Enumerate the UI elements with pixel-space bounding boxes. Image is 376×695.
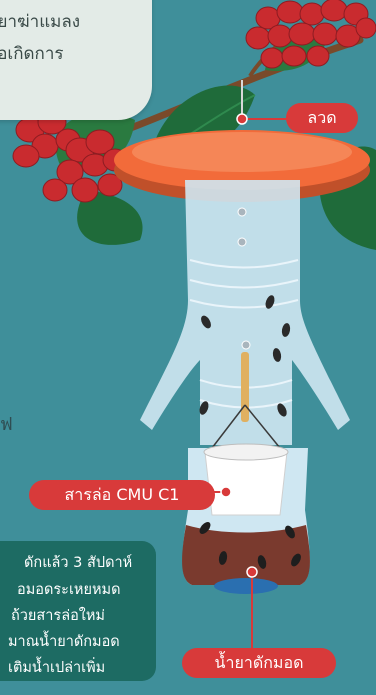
coffee-cherry-icon: [43, 179, 67, 201]
coffee-cherry-icon: [246, 27, 270, 49]
air-hole: [238, 238, 246, 246]
coffee-cherry-icon: [300, 3, 324, 25]
coffee-cherry-icon: [282, 46, 306, 66]
instruction-line: อมอดระเหยหมด: [17, 578, 217, 601]
coffee-cherry-icon: [261, 48, 283, 68]
container-bottom: [214, 578, 278, 594]
instruction-line: ถ้วยสารล่อใหม่: [11, 604, 211, 627]
liquid-pointer-dot: [247, 567, 257, 577]
coffee-cherry-icon: [268, 25, 292, 47]
instruction-line: เติมน้ำเปล่าเพิ่ม: [8, 656, 208, 679]
lure-holder-stick: [241, 352, 249, 422]
wire-pointer-dot: [237, 114, 247, 124]
trap-cap-highlight: [132, 132, 352, 172]
coffee-cherry-icon: [313, 23, 337, 45]
lure-label: สารล่อ CMU C1: [29, 480, 215, 510]
instruction-line: ดักแล้ว 3 สัปดาห์: [24, 551, 224, 574]
air-hole: [238, 208, 246, 216]
coffee-cherry-icon: [277, 1, 303, 23]
coffee-cherry-icon: [307, 46, 329, 66]
coffee-cherries-right: [246, 0, 376, 68]
instructions-box: ดักแล้ว 3 สัปดาห์ อมอดระเหยหมด ถ้วยสารล่…: [0, 541, 156, 681]
top-note-line: มื่อเกิดการ: [0, 40, 186, 67]
coffee-cherry-icon: [72, 178, 98, 202]
wire-label: ลวด: [286, 103, 358, 133]
coffee-cherry-icon: [289, 23, 315, 45]
coffee-cherry-icon: [13, 145, 39, 167]
air-hole: [242, 341, 250, 349]
lure-cup: [205, 452, 287, 515]
lure-pointer-dot: [221, 487, 231, 497]
coffee-cherry-icon: [356, 18, 376, 38]
coffee-cherry-icon: [321, 0, 347, 21]
instruction-line: มาณน้ำยาดักมอด: [8, 630, 208, 653]
top-note-box: ชยาฆ่าแมลง มื่อเกิดการ: [0, 0, 152, 120]
side-text-fragment: ฟ: [0, 409, 13, 438]
top-note-line: ชยาฆ่าแมลง: [0, 8, 186, 35]
lure-cup-rim: [204, 444, 288, 460]
